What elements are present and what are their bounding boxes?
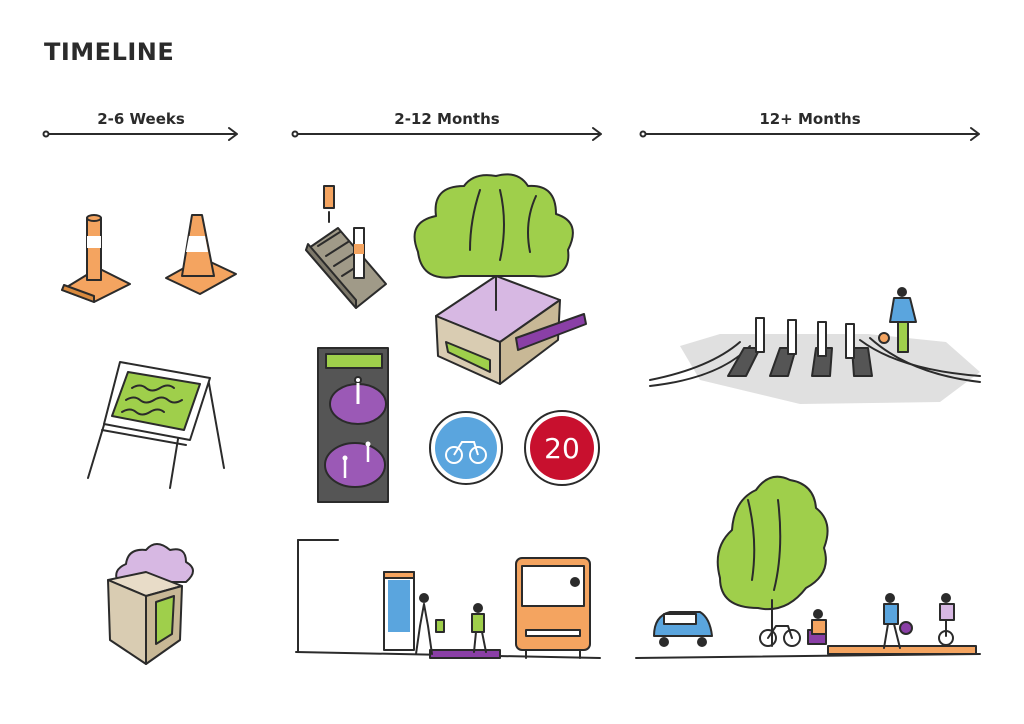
timeline-arrow-weeks <box>42 127 238 141</box>
traffic-bollard-icon <box>61 214 131 303</box>
street-scene-months <box>295 539 601 659</box>
play-street-panel-icon <box>317 347 389 503</box>
a-frame-sign-icon <box>87 361 225 489</box>
bollard-base-icon <box>305 185 387 309</box>
phase-label-months: 2-12 Months <box>394 110 500 128</box>
speed-limit-sign-icon: 20 <box>524 410 600 486</box>
planter-box-icon <box>107 543 194 665</box>
tree-planter-icon <box>413 173 587 385</box>
speed-limit-value: 20 <box>544 432 580 465</box>
page-title: TIMELINE <box>44 38 175 66</box>
traffic-cone-icon <box>165 214 237 295</box>
phase-label-weeks: 2-6 Weeks <box>97 110 185 128</box>
phase-label-year-plus: 12+ Months <box>759 110 861 128</box>
cycle-route-sign-icon <box>429 411 503 485</box>
timeline-arrow-year-plus <box>639 127 980 141</box>
pedestrian-crossing-icon <box>649 287 981 404</box>
timeline-arrow-months <box>291 127 602 141</box>
street-scene-year-plus <box>635 475 981 659</box>
